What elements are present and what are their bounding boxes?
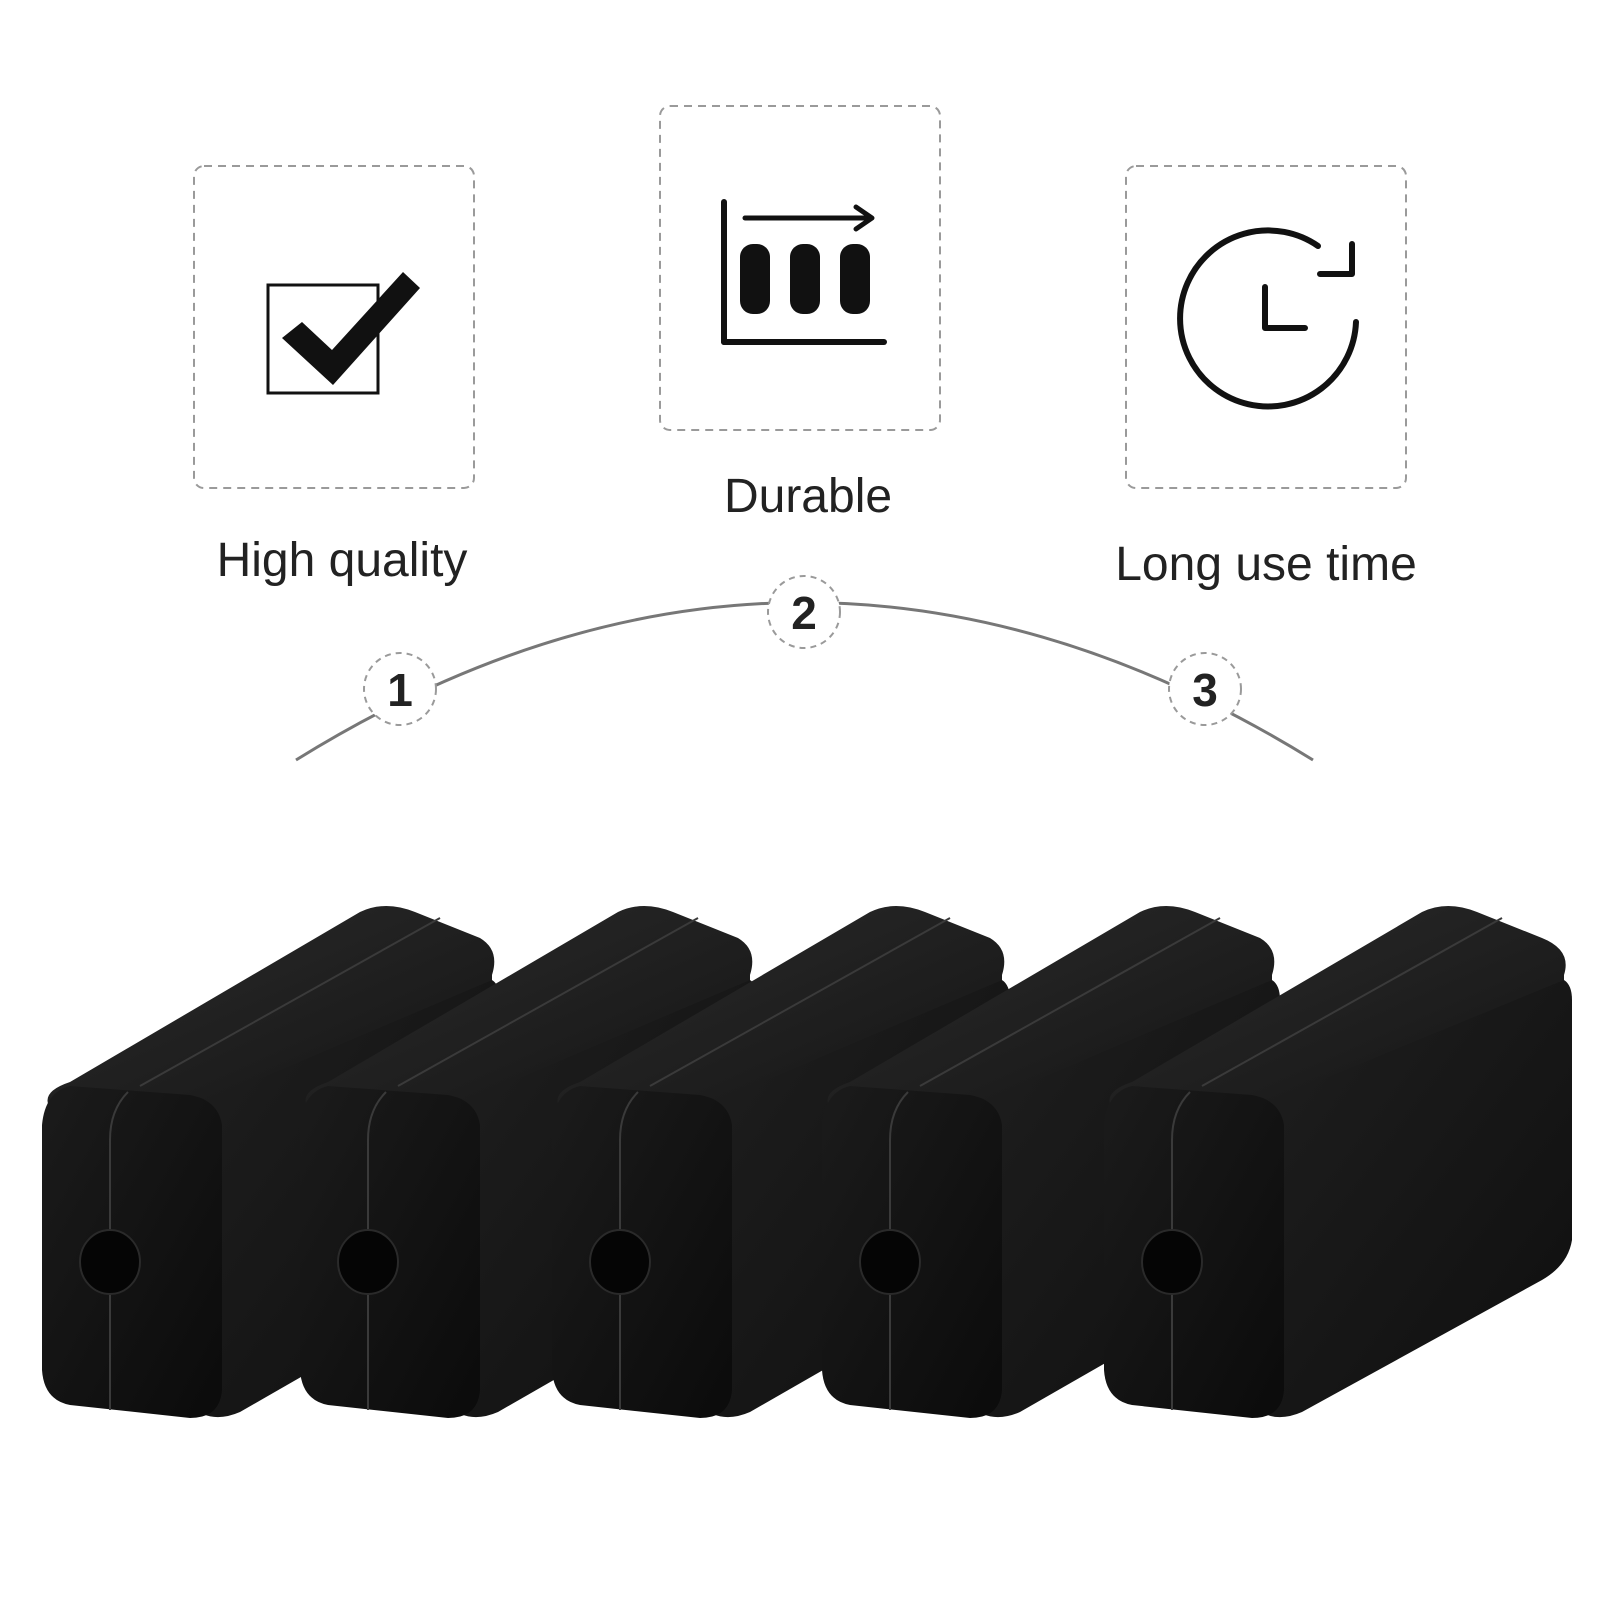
enclosure-seam [109,1091,129,1410]
enclosure-top [305,906,753,1108]
enclosure-seam [367,1091,387,1410]
feature-card-high-quality: High quality [193,165,475,587]
enclosure-cable-hole [337,1229,399,1295]
dashed-frame [659,105,941,431]
enclosure-cable-hole [79,1229,141,1295]
enclosure-top [557,906,1005,1108]
dashed-frame [1125,165,1407,489]
step-number-1: 1 [387,664,413,716]
enclosure-seam-top [919,917,1221,1087]
enclosure-cable-hole [859,1229,921,1295]
feature-label-high-quality: High quality [217,534,468,587]
enclosure-seam-top [1201,917,1503,1087]
feature-label-durable: Durable [724,470,892,523]
step-number-2: 2 [791,587,817,639]
step-marker-2: 2 [767,575,841,649]
feature-arc: 1 2 3 [295,575,1314,762]
step-number-3: 3 [1192,664,1218,716]
enclosure-cable-hole [1141,1229,1203,1295]
feature-label-long-use-time: Long use time [1115,538,1417,591]
checkbox-check-icon [266,272,420,395]
step-marker-1: 1 [363,652,437,726]
enclosure-seam [889,1091,909,1410]
step-marker-3: 3 [1168,652,1242,726]
clock-refresh-icon [1177,227,1359,410]
feature-card-long-use-time: Long use time [1115,165,1417,591]
enclosure-row [42,906,1572,1418]
enclosure-seam [1171,1091,1191,1410]
enclosure-seam-top [139,917,441,1087]
enclosure-box [1104,906,1572,1418]
feature-card-durable: Durable [659,105,941,523]
bar-chart-growth-icon [721,199,887,345]
enclosure-seam-top [649,917,951,1087]
dashed-frame [193,165,475,489]
enclosure-side [1252,980,1572,1418]
enclosure-top [1109,906,1566,1108]
enclosure-top [827,906,1275,1108]
enclosure-cable-hole [589,1229,651,1295]
enclosure-top [47,906,495,1108]
product-photo [42,906,1572,1418]
enclosure-seam [619,1091,639,1410]
enclosure-seam-top [397,917,699,1087]
